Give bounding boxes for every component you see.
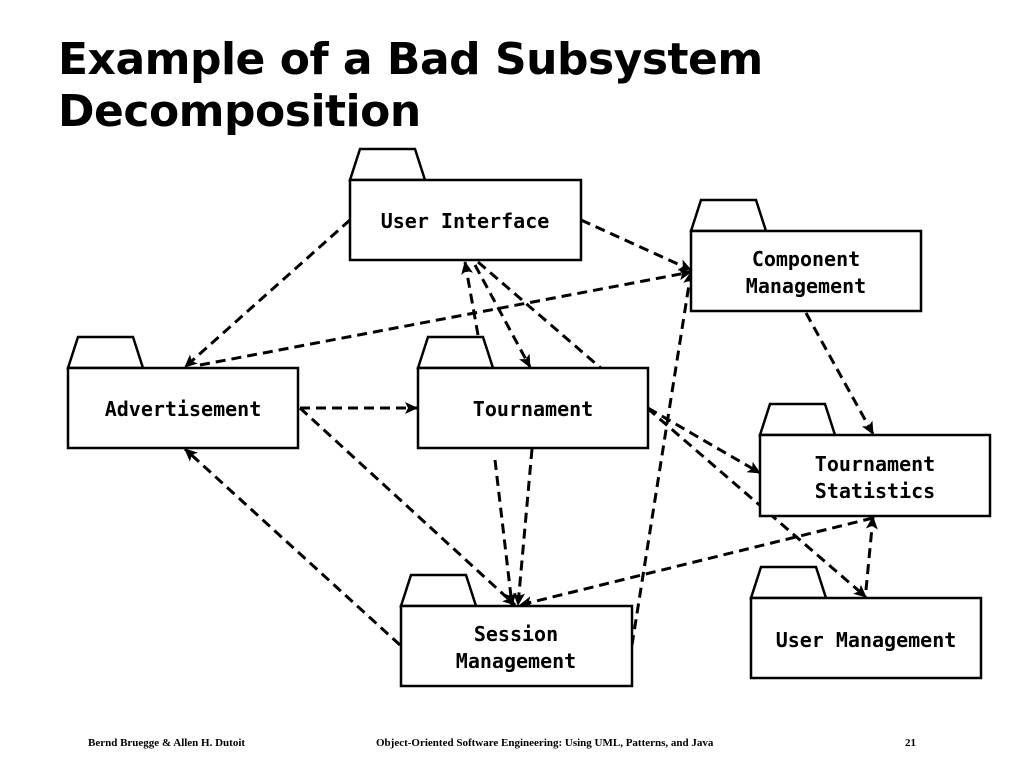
package-label-tournament-statistics-line-2: Statistics [815, 479, 935, 503]
arrow-session-management-to-advertisement [183, 447, 402, 647]
arrow-tournament-to-ui [461, 261, 480, 336]
package-tournament: Tournament [416, 335, 650, 450]
package-user-interface: User Interface [348, 147, 583, 262]
arrow-session-management-to-component-management [630, 271, 696, 646]
footer-book-title: Object-Oriented Software Engineering: Us… [376, 737, 714, 749]
arrow-tournament-to-tournament-statistics [647, 406, 761, 475]
package-label-component-management-line-2: Management [746, 274, 866, 298]
package-user-management: User Management [749, 565, 983, 680]
package-component-management: Component Management [689, 198, 923, 313]
package-label-tournament-statistics-line-1: Tournament [815, 452, 935, 476]
package-label-component-management-line-1: Component [752, 247, 860, 271]
package-label-advertisement: Advertisement [105, 397, 262, 421]
package-session-management: Session Management [399, 573, 634, 688]
arrow-ui-to-tournament [473, 264, 532, 368]
dependency-arrows [183, 218, 878, 647]
package-label-session-management-line-1: Session [474, 622, 558, 646]
footer-authors: Bernd Bruegge & Allen H. Dutoit [88, 737, 246, 749]
slide-title-line-1: Example of a Bad Subsystem [58, 34, 763, 85]
package-tournament-statistics: Tournament Statistics [758, 402, 992, 518]
arrow-component-management-to-tournament-statistics [804, 312, 875, 435]
arrow-ui-to-component-management [580, 218, 692, 272]
package-label-session-management-line-2: Management [456, 649, 576, 673]
arrow-ui-to-user-management [477, 260, 867, 599]
arrow-tournament-to-session-management-a [493, 459, 517, 606]
footer-page-number: 21 [905, 737, 916, 749]
slide-title: Example of a Bad Subsystem Decomposition [58, 34, 958, 138]
package-label-tournament: Tournament [473, 397, 593, 421]
package-label-user-interface: User Interface [381, 209, 550, 233]
arrow-advertisement-to-session-management [298, 406, 517, 607]
slide-title-line-2: Decomposition [58, 86, 421, 137]
arrow-tournament-to-session-management-b [513, 448, 534, 606]
arrow-advertisement-to-component-management [199, 268, 692, 367]
arrow-tournament-statistics-to-session-management [519, 516, 874, 608]
arrow-user-management-to-tournament-statistics [864, 516, 878, 591]
arrow-ui-to-advertisement [184, 218, 351, 369]
package-label-user-management: User Management [776, 628, 957, 652]
package-advertisement: Advertisement [66, 335, 300, 450]
